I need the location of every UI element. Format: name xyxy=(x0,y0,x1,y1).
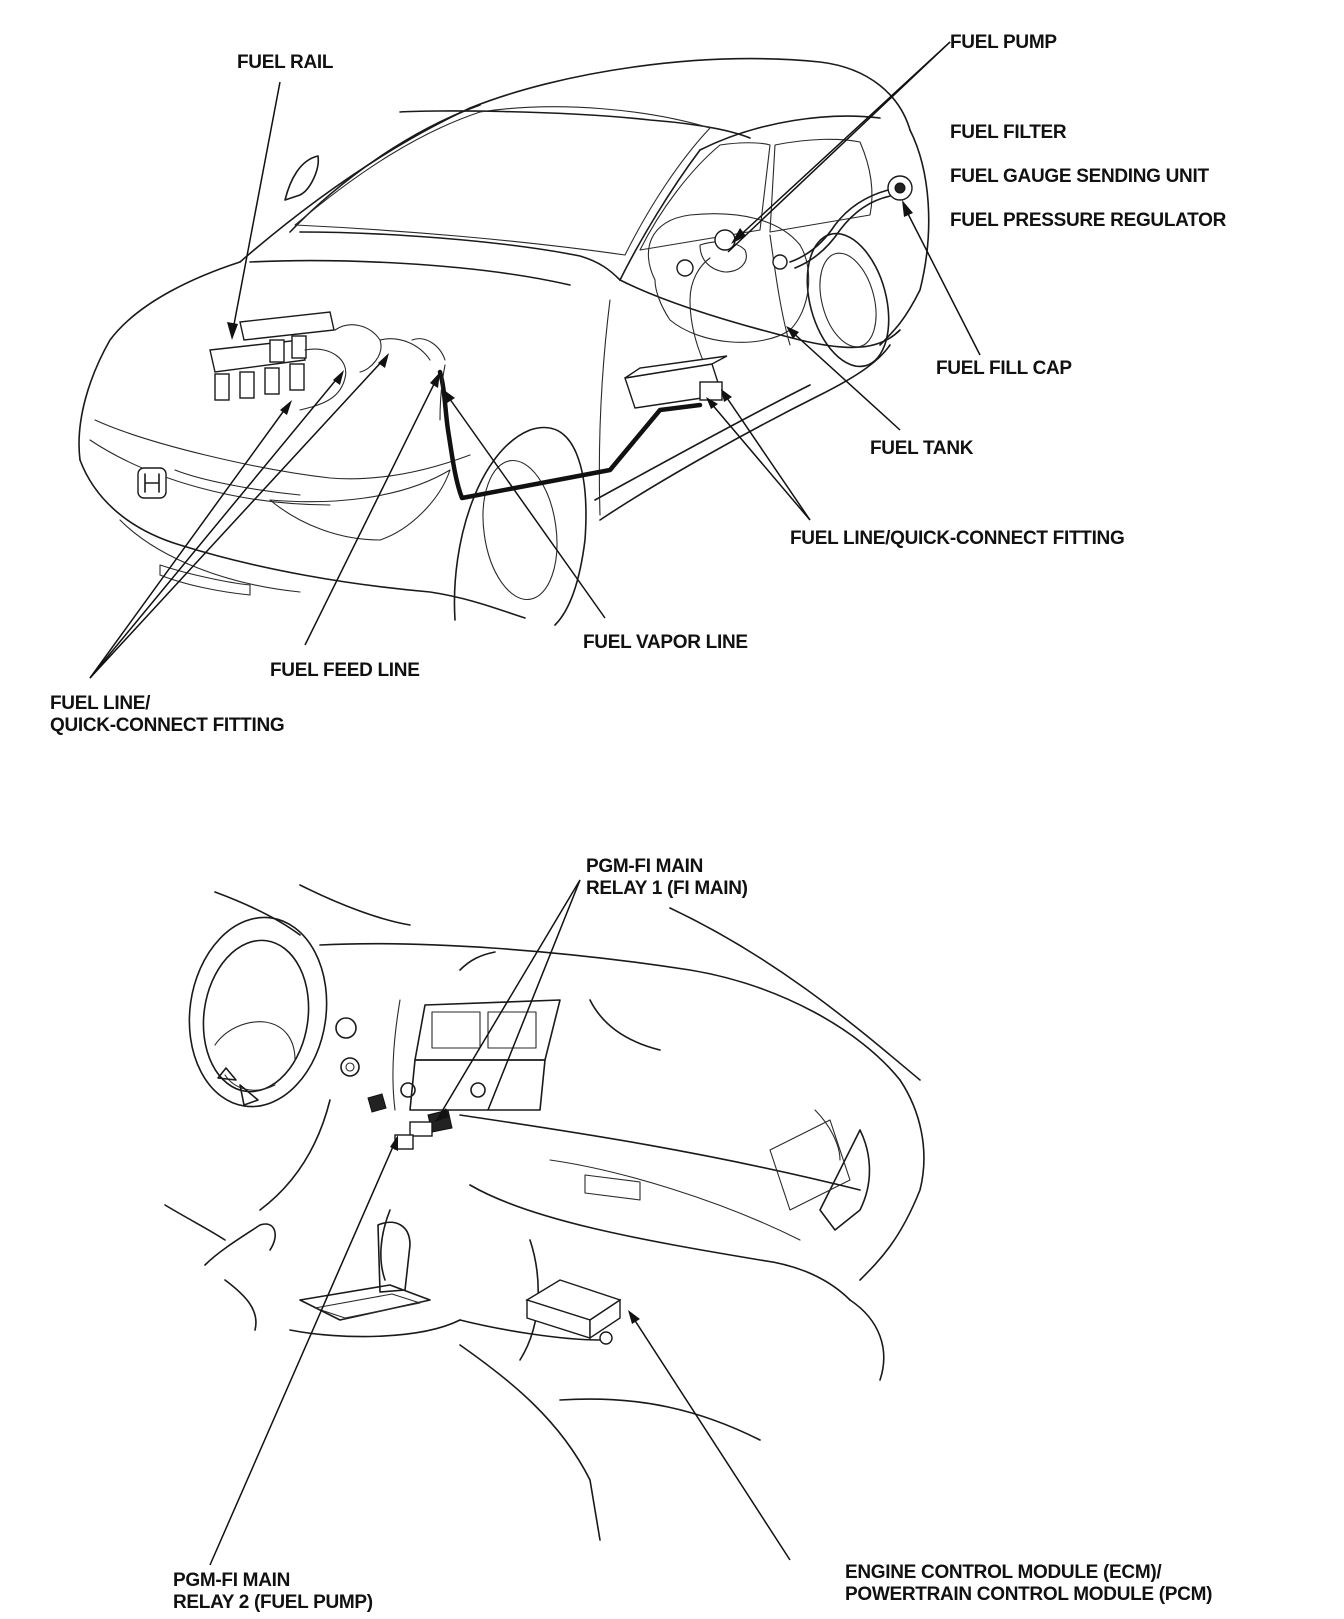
label-fuel-vapor-line: FUEL VAPOR LINE xyxy=(583,632,748,653)
label-ecm-pcm: ENGINE CONTROL MODULE (ECM)/ POWERTRAIN … xyxy=(845,1562,1212,1606)
fuel-rail-assembly xyxy=(209,311,446,411)
label-fuel-line-quick-connect-right: FUEL LINE/QUICK-CONNECT FITTING xyxy=(790,528,1125,549)
label-fuel-line-quick-connect-left: FUEL LINE/ QUICK-CONNECT FITTING xyxy=(50,693,285,737)
fuel-tank-assembly xyxy=(624,189,891,409)
label-pgm-fi-main-relay-1-line2: RELAY 1 (FI MAIN) xyxy=(586,878,748,899)
ecm-pcm-module-part xyxy=(525,1279,622,1345)
label-pgm-fi-main-relay-2-line1: PGM-FI MAIN xyxy=(173,1570,291,1591)
label-pgm-fi-main-relay-1: PGM-FI MAIN RELAY 1 (FI MAIN) xyxy=(586,856,748,900)
label-fuel-pressure-regulator: FUEL PRESSURE REGULATOR xyxy=(950,210,1227,231)
label-fuel-tank: FUEL TANK xyxy=(870,438,974,459)
label-pgm-fi-main-relay-2-line2: RELAY 2 (FUEL PUMP) xyxy=(173,1592,373,1613)
honda-emblem-icon xyxy=(137,467,167,499)
leader-lines-top xyxy=(89,41,981,679)
label-fuel-line-quick-connect-left-line1: FUEL LINE/ xyxy=(50,693,151,714)
label-fuel-pump: FUEL PUMP xyxy=(950,32,1057,53)
label-fuel-gauge-sending-unit: FUEL GAUGE SENDING UNIT xyxy=(950,166,1209,187)
label-pgm-fi-main-relay-1-line1: PGM-FI MAIN xyxy=(586,856,704,877)
label-pgm-fi-main-relay-2: PGM-FI MAIN RELAY 2 (FUEL PUMP) xyxy=(173,1570,373,1614)
leader-lines-bottom xyxy=(209,879,791,1566)
label-fuel-filter: FUEL FILTER xyxy=(950,122,1067,143)
label-fuel-rail: FUEL RAIL xyxy=(237,52,334,73)
label-ecm-pcm-line2: POWERTRAIN CONTROL MODULE (PCM) xyxy=(845,1584,1213,1605)
label-fuel-line-quick-connect-left-line2: QUICK-CONNECT FITTING xyxy=(50,715,285,736)
label-ecm-pcm-line1: ENGINE CONTROL MODULE (ECM)/ xyxy=(845,1562,1162,1583)
label-fuel-feed-line: FUEL FEED LINE xyxy=(270,660,420,681)
dashboard-illustration xyxy=(164,884,925,1541)
pgm-fi-relay-2-part xyxy=(367,1093,414,1150)
label-fuel-fill-cap: FUEL FILL CAP xyxy=(936,358,1072,379)
car-illustration xyxy=(78,57,930,626)
